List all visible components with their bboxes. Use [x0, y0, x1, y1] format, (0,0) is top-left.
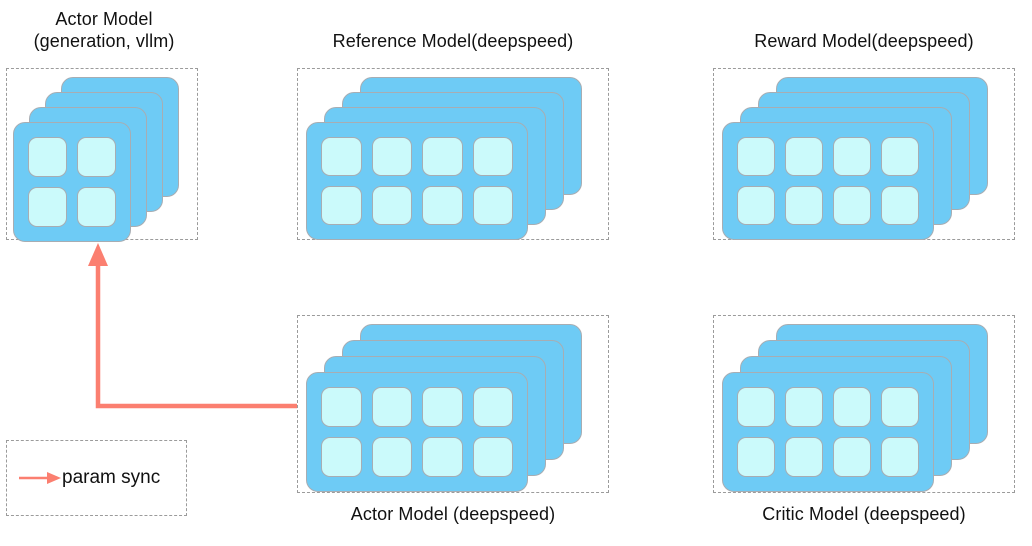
cell: [472, 137, 513, 176]
title-actor-deepspeed: Actor Model (deepspeed): [350, 504, 556, 524]
card-front: [306, 372, 528, 492]
cell: [737, 387, 775, 427]
cell: [881, 137, 919, 176]
title-critic: Critic Model (deepspeed): [762, 504, 966, 524]
cell: [833, 186, 871, 225]
group-reference[interactable]: [297, 68, 609, 240]
title-actor-vllm: Actor Model (generation, vllm): [33, 9, 175, 51]
legend-arrow-icon: [19, 472, 61, 484]
cell: [422, 437, 463, 477]
cell: [472, 186, 513, 225]
cell: [737, 437, 775, 477]
title-reward: Reward Model(deepspeed): [754, 31, 974, 51]
param-sync-arrowhead-icon: [88, 243, 108, 266]
cell: [472, 387, 513, 427]
card-stack-reference: [298, 69, 610, 241]
legend-box: param sync: [6, 440, 187, 516]
cell: [371, 437, 412, 477]
card-stack-reward: [714, 69, 1016, 241]
cell: [785, 387, 823, 427]
card-front: [13, 122, 131, 242]
cell: [28, 137, 67, 177]
card-stack-actor-vllm: [7, 69, 199, 242]
group-actor-deepspeed[interactable]: [297, 315, 609, 493]
legend-label: param sync: [62, 467, 161, 488]
cell: [833, 387, 871, 427]
cell: [422, 137, 463, 176]
cell: [785, 437, 823, 477]
cell: [737, 186, 775, 225]
cell: [371, 387, 412, 427]
cell: [77, 187, 116, 227]
card-stack-actor-deepspeed: [298, 316, 610, 494]
cell: [833, 137, 871, 176]
cell: [737, 137, 775, 176]
cell: [785, 137, 823, 176]
group-critic[interactable]: [713, 315, 1015, 493]
title-reference: Reference Model(deepspeed): [332, 31, 574, 51]
cell: [422, 186, 463, 225]
cell: [881, 186, 919, 225]
cell: [321, 186, 362, 225]
cell: [472, 437, 513, 477]
cell: [422, 387, 463, 427]
param-sync-line: [95, 262, 297, 409]
cell: [371, 137, 412, 176]
group-reward[interactable]: [713, 68, 1015, 240]
cell: [785, 186, 823, 225]
card-front: [306, 122, 528, 240]
card-front: [722, 122, 934, 240]
cell: [881, 437, 919, 477]
cell: [321, 437, 362, 477]
cell: [833, 437, 871, 477]
card-front: [722, 372, 934, 492]
cell: [371, 186, 412, 225]
card-stack-critic: [714, 316, 1016, 494]
cell: [77, 137, 116, 177]
group-actor-vllm[interactable]: [6, 68, 199, 242]
cell: [881, 387, 919, 427]
cell: [321, 387, 362, 427]
cell: [321, 137, 362, 176]
cell: [28, 187, 67, 227]
